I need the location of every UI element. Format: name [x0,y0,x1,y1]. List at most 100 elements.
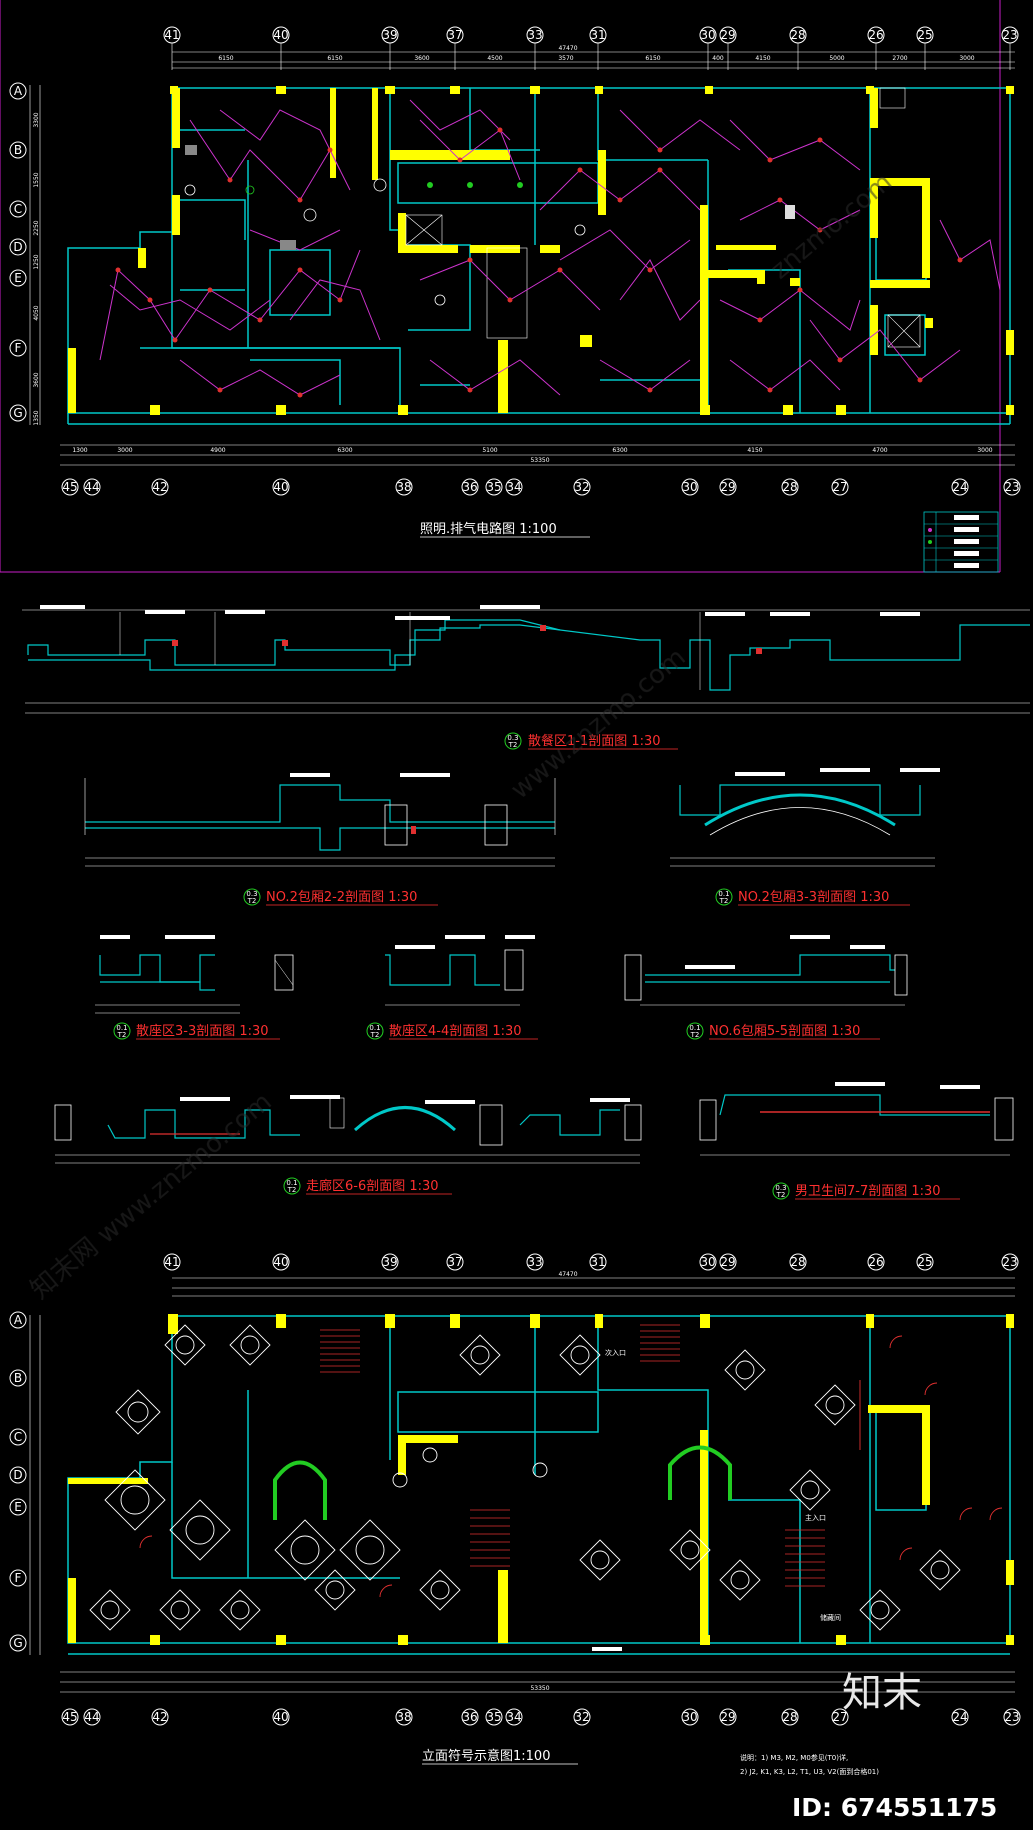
svg-text:1250: 1250 [33,254,40,269]
watermarks: 知末网 www.znzmo.com www.znzmo.com znzmo.co… [25,167,898,1305]
svg-text:41: 41 [164,28,179,42]
axis-bubble: 36 [461,478,479,496]
plan1-lifts [405,87,921,348]
svg-text:A: A [14,84,23,98]
svg-text:29: 29 [720,28,735,42]
svg-text:1350: 1350 [33,410,40,425]
section-1-1: 0.3 T2 散餐区1-1剖面图 1:30 [22,605,1030,750]
svg-text:38: 38 [396,1710,411,1724]
svg-text:40: 40 [273,1255,288,1269]
svg-text:47470: 47470 [558,1271,577,1278]
svg-text:3000: 3000 [959,55,974,62]
svg-text:B: B [14,143,22,157]
svg-text:6300: 6300 [337,447,352,454]
svg-text:44: 44 [84,1710,99,1724]
svg-text:6150: 6150 [327,55,342,62]
axis-bubble: 28 [781,478,799,496]
axis-bubble: G [9,404,27,422]
section-3-3-no2-label: NO.2包厢3-3剖面图 1:30 [738,890,889,905]
image-id: ID: 674551175 [792,1793,997,1822]
svg-text:T2: T2 [247,897,257,905]
svg-text:2250: 2250 [33,220,40,235]
svg-text:400: 400 [712,55,724,62]
svg-text:31: 31 [590,28,605,42]
axis-bubble: A [9,82,27,100]
svg-text:1300: 1300 [72,447,87,454]
svg-text:T2: T2 [719,897,729,905]
svg-text:30: 30 [682,480,697,494]
svg-text:40: 40 [273,28,288,42]
plan1-columns [68,86,1014,415]
note-line-1: 说明：1) M3, M2, M0参见(T0)详, [740,1753,848,1762]
svg-text:27: 27 [832,1710,847,1724]
svg-text:32: 32 [574,1710,589,1724]
section-7-7-restroom-label: 男卫生间7-7剖面图 1:30 [795,1184,941,1199]
svg-text:39: 39 [382,1255,397,1269]
svg-text:28: 28 [782,1710,797,1724]
svg-text:C: C [14,202,22,216]
svg-text:33: 33 [527,28,542,42]
svg-text:4900: 4900 [210,447,225,454]
svg-text:26: 26 [868,1255,883,1269]
svg-text:23: 23 [1002,28,1017,42]
svg-text:25: 25 [917,28,932,42]
section-6-6-corridor-label: 走廊区6-6剖面图 1:30 [306,1178,439,1194]
svg-text:42: 42 [152,480,167,494]
svg-text:4500: 4500 [487,55,502,62]
lighting-circuits [99,99,1001,396]
axis-bubble: 39 [381,26,399,70]
lighting-fixtures [115,127,963,398]
svg-text:4150: 4150 [747,447,762,454]
bottom-overall-dim: 53350 [530,457,549,464]
svg-text:D: D [13,240,22,254]
svg-text:36: 36 [462,1710,477,1724]
svg-text:T2: T2 [508,741,518,749]
axis-bubble: D [9,238,27,256]
svg-text:4700: 4700 [872,447,887,454]
svg-text:A: A [14,1313,23,1327]
plan2-columns [68,1314,1014,1645]
elevation-symbol-plan: 41 40 39 37 33 31 30 29 28 26 25 23 4747… [9,1253,1021,1776]
svg-text:3600: 3600 [414,55,429,62]
svg-text:B: B [14,1371,22,1385]
watermark-2: www.znzmo.com [505,642,691,805]
plan2-stairs [320,1324,825,1587]
axis-bubble: 28 [789,26,807,70]
top-axis-bubbles: 41 40 39 37 33 31 30 29 28 26 25 23 [163,26,1019,70]
svg-text:28: 28 [790,1255,805,1269]
plan2-doors [139,1335,1003,1598]
axis-bubble: 35 [485,478,503,496]
axis-bubble: 31 [589,26,607,70]
svg-text:3000: 3000 [117,447,132,454]
svg-text:53350: 53350 [530,1685,549,1692]
svg-text:32: 32 [574,480,589,494]
axis-bubble: 41 [163,26,181,70]
svg-text:4150: 4150 [755,55,770,62]
svg-text:5000: 5000 [829,55,844,62]
row-axis-bubbles: A B C D E F G [9,82,41,425]
svg-text:25: 25 [917,1255,932,1269]
section-6-6-corridor: 0.1 T2 走廊区6-6剖面图 1:30 [54,1095,642,1195]
svg-text:37: 37 [447,28,462,42]
brand-logo: 知末 [842,1670,922,1716]
axis-bubble: B [9,141,27,159]
svg-text:2700: 2700 [892,55,907,62]
plan2-title: 立面符号示意图1:100 [422,1748,550,1764]
svg-text:F: F [15,341,22,355]
svg-text:41: 41 [164,1255,179,1269]
axis-bubble: 30 [699,26,717,70]
svg-text:0.1: 0.1 [369,1024,380,1032]
watermark-3: znzmo.com [765,167,898,285]
plan1-walls [67,87,1011,425]
svg-text:45: 45 [62,1710,77,1724]
svg-text:0.3: 0.3 [246,890,257,898]
legend-table [923,511,999,573]
top-dimension-line [172,51,1015,69]
svg-text:29: 29 [720,480,735,494]
svg-text:T2: T2 [690,1031,700,1039]
top-overall-dim: 47470 [558,45,577,52]
svg-text:3000: 3000 [977,447,992,454]
svg-text:4050: 4050 [33,305,40,320]
svg-text:F: F [15,1571,22,1585]
